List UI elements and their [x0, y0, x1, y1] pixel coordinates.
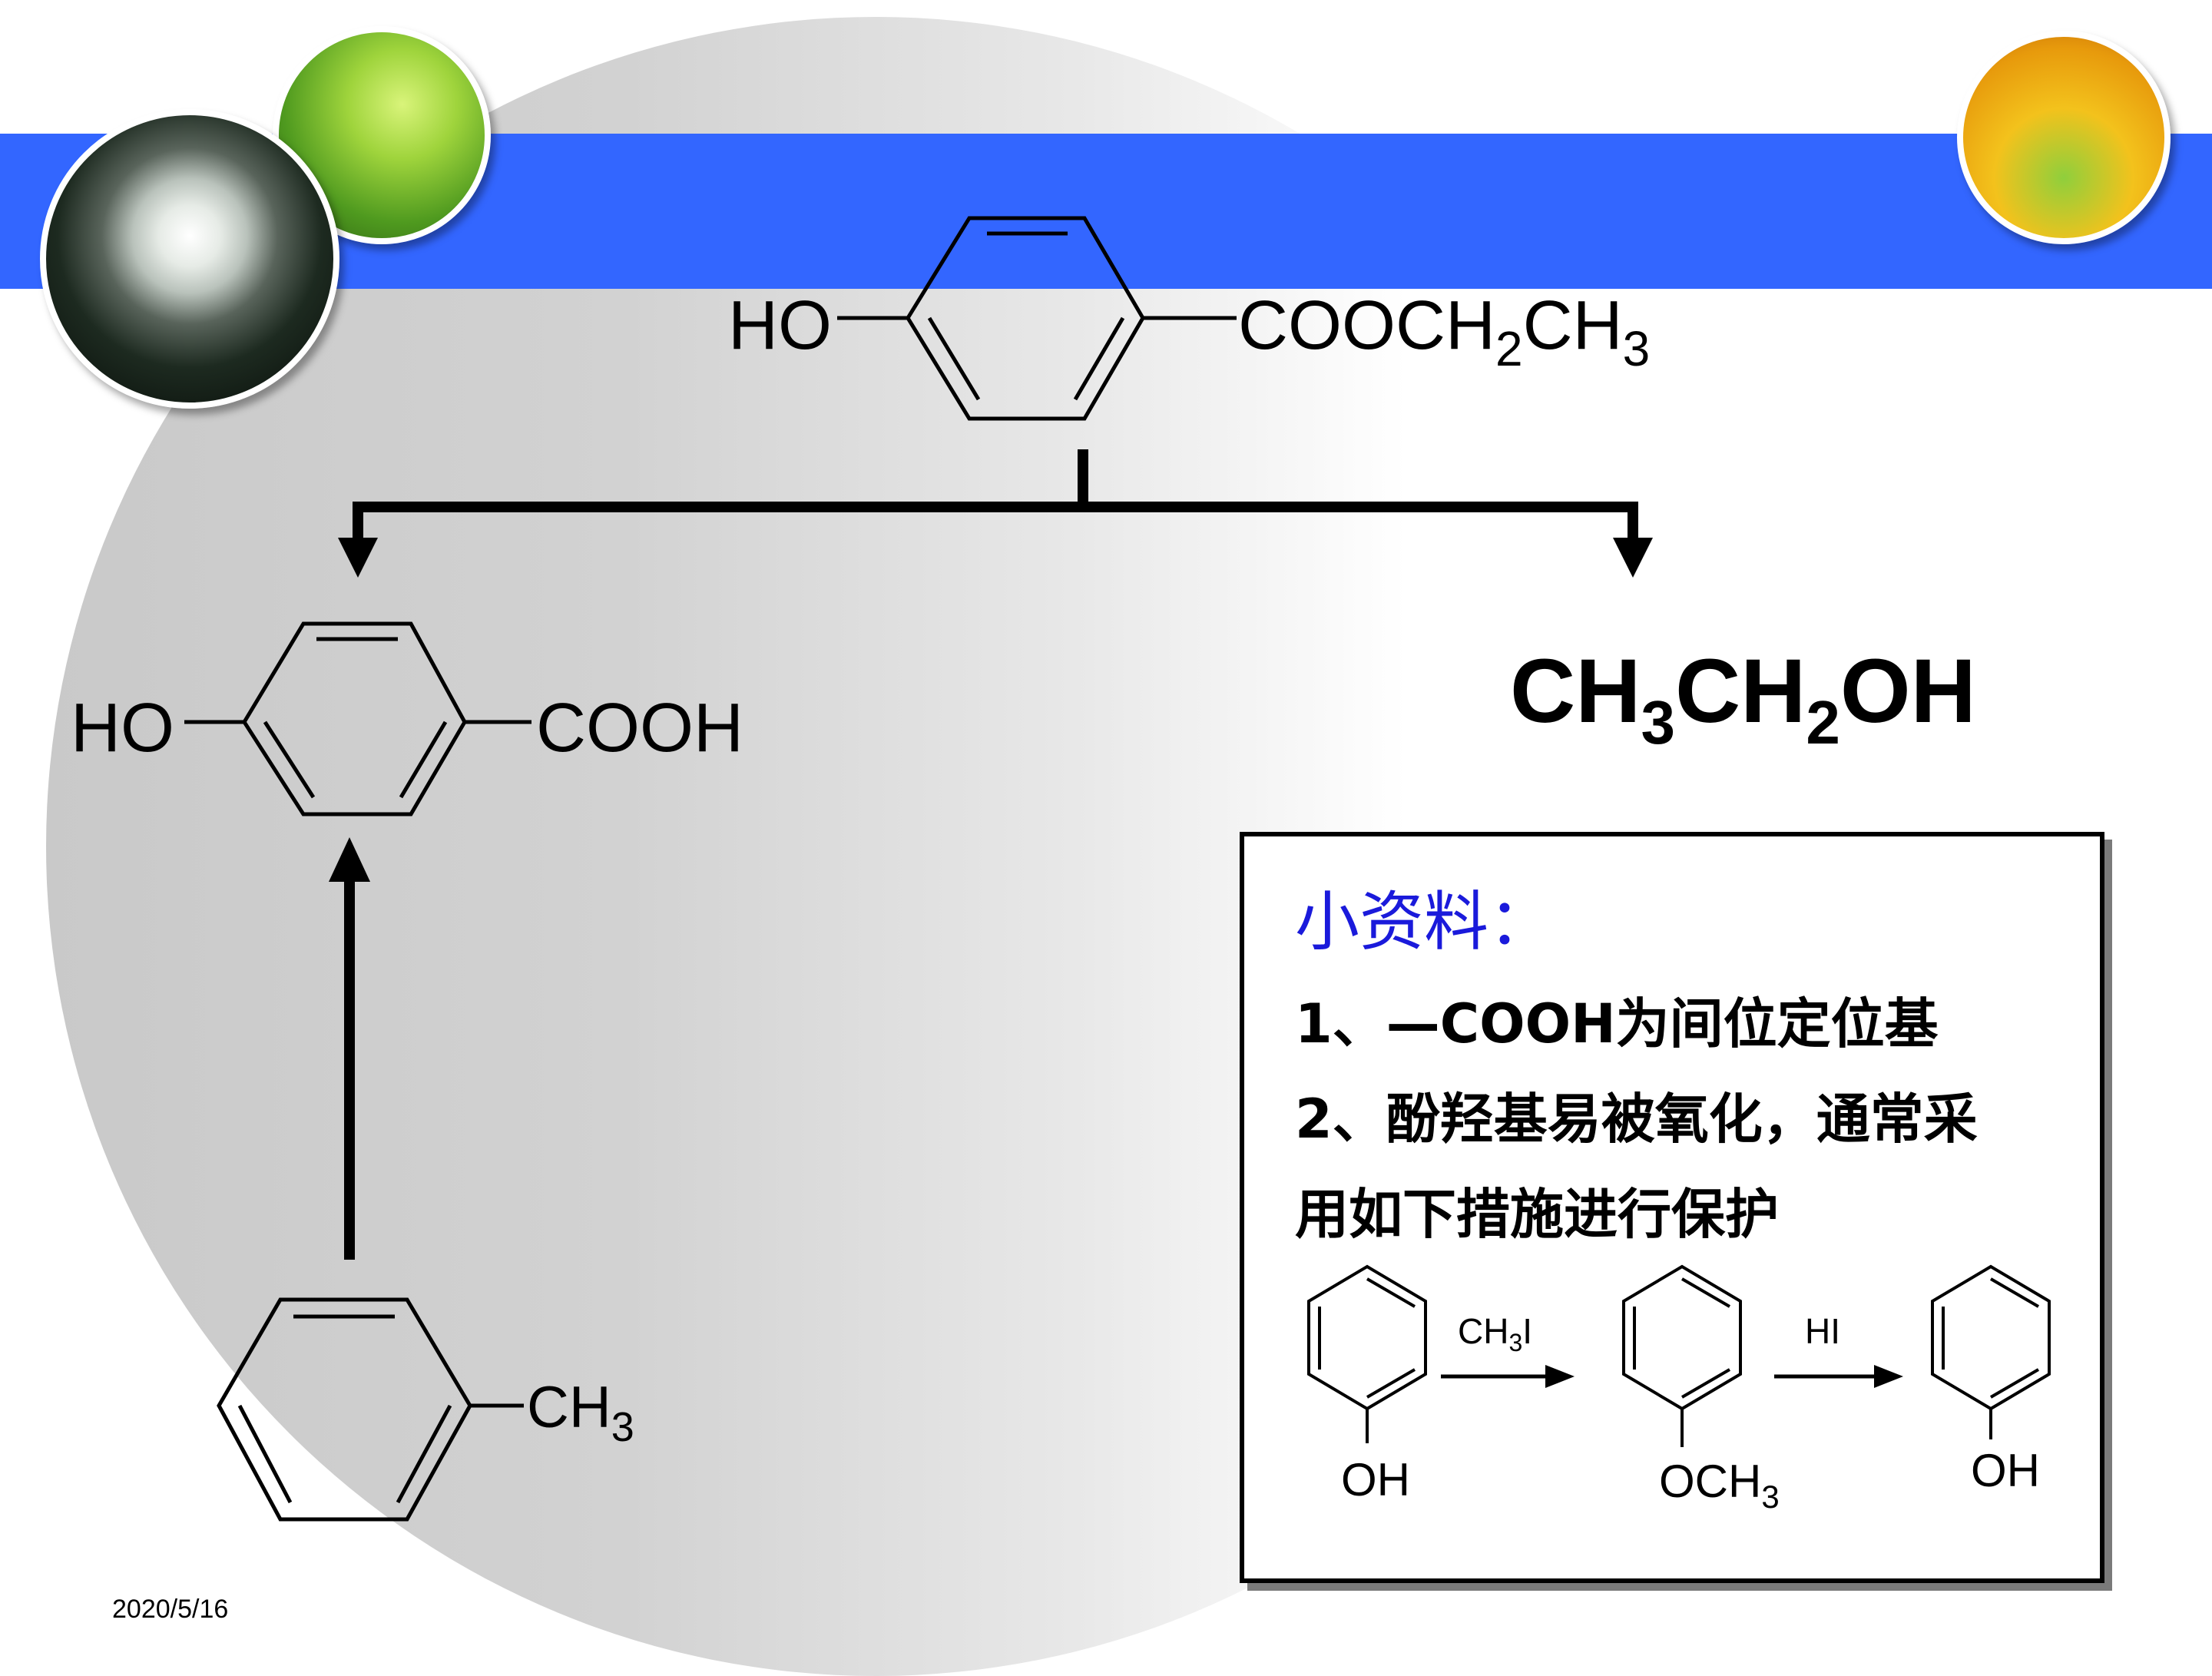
up-arrow-head — [329, 837, 370, 882]
arrow-head-right — [1613, 538, 1653, 578]
ester-ring — [837, 216, 1237, 421]
acid-cooh-label: COOH — [536, 690, 743, 767]
ester-ho-label: HO — [728, 287, 832, 364]
anisole-ring — [1622, 1264, 1742, 1447]
info-line-3: 用如下措施进行保护 — [1295, 1183, 1779, 1246]
arrow-head-left — [338, 538, 378, 578]
reagent-ch3i: CH3I — [1458, 1311, 1532, 1356]
reagent-hi: HI — [1805, 1311, 1840, 1351]
reaction-arrow-1-head — [1545, 1365, 1575, 1388]
acid-ring — [184, 621, 531, 816]
product-oh-label: OH — [1971, 1445, 2040, 1496]
info-line-2: 2、酚羟基易被氧化，通常采 — [1295, 1088, 1978, 1151]
phenol-oh-label: OH — [1341, 1454, 1410, 1505]
flower-photo — [1957, 31, 2171, 244]
protection-scheme: OH CH3I OCH3 HI OH — [1307, 1264, 2051, 1515]
branch-arrows — [353, 449, 1638, 545]
info-line-1: 1、—COOH为间位定位基 — [1295, 992, 1939, 1055]
reaction-arrow-2-head — [1874, 1365, 1903, 1388]
ester-group-label: COOCH2CH3 — [1238, 287, 1650, 376]
anisole-och3-label: OCH3 — [1659, 1456, 1780, 1515]
phenol-ring — [1307, 1264, 1427, 1443]
toluene-ch3-label: CH3 — [527, 1375, 634, 1450]
dandelion-photo — [40, 109, 339, 409]
info-title: 小资料： — [1295, 884, 1554, 959]
slide-date: 2020/5/16 — [112, 1595, 229, 1624]
acid-ho-label: HO — [71, 690, 174, 767]
ethanol-formula: CH3CH2OH — [1510, 641, 1976, 757]
info-box: 小资料： 1、—COOH为间位定位基 2、酚羟基易被氧化，通常采 用如下措施进行… — [1240, 832, 2104, 1583]
toluene-ring — [217, 1297, 524, 1522]
product-phenol-ring — [1931, 1264, 2051, 1439]
